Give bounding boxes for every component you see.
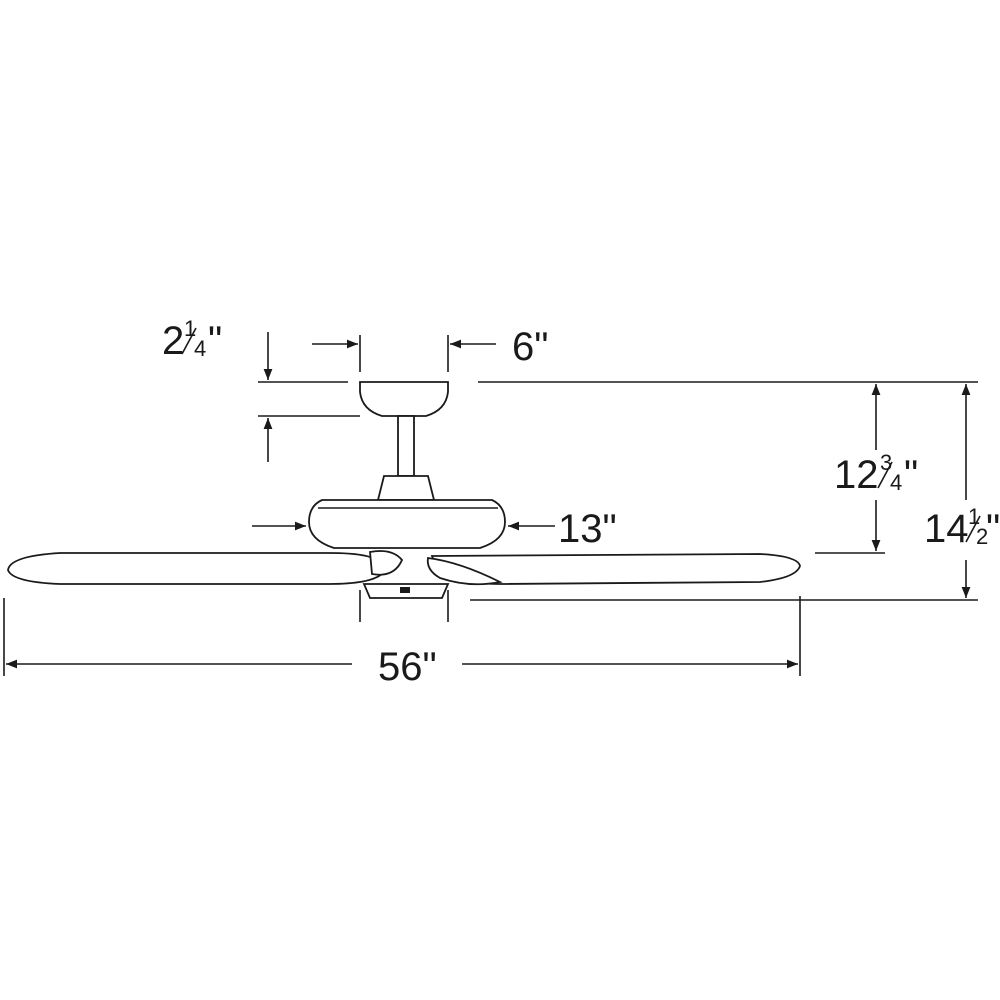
downrod-coupler <box>376 475 436 501</box>
dimension-labels: 2 1 4 " 6" 13" 56" 12 3 4 " 14 1 2 " <box>162 316 1000 689</box>
height-to-blade-whole: 12 <box>834 453 879 497</box>
height-to-blade-unit: " <box>904 453 918 497</box>
dimension-lines <box>3 332 978 676</box>
overall-height-label: 14 1 2 " <box>924 504 1000 551</box>
overall-height-whole: 14 <box>924 507 969 551</box>
motor-housing <box>308 499 506 549</box>
downrod <box>397 415 415 477</box>
blade-span-label: 56" <box>378 645 437 689</box>
frac-slash <box>877 461 893 489</box>
height-to-blade-label: 12 3 4 " <box>834 450 918 497</box>
canopy-width-label: 6" <box>512 325 548 369</box>
pull-switch <box>400 587 410 593</box>
canopy-height-label: 2 1 4 " <box>162 316 222 363</box>
housing-width-label: 13" <box>558 507 617 551</box>
canopy-height-whole: 2 <box>162 319 184 363</box>
frac-slash <box>965 515 981 543</box>
canopy <box>359 381 449 417</box>
blade-iron-left <box>369 550 404 576</box>
height-to-blade-frac-den: 4 <box>890 470 902 495</box>
canopy-height-unit: " <box>208 319 222 363</box>
blade-iron-right <box>426 556 503 586</box>
left-blade <box>7 552 383 585</box>
fan-drawing <box>7 381 801 599</box>
overall-height-frac-den: 2 <box>976 524 988 549</box>
frac-slash <box>181 327 197 355</box>
canopy-height-frac-den: 4 <box>194 336 206 361</box>
overall-height-unit: " <box>986 507 1000 551</box>
